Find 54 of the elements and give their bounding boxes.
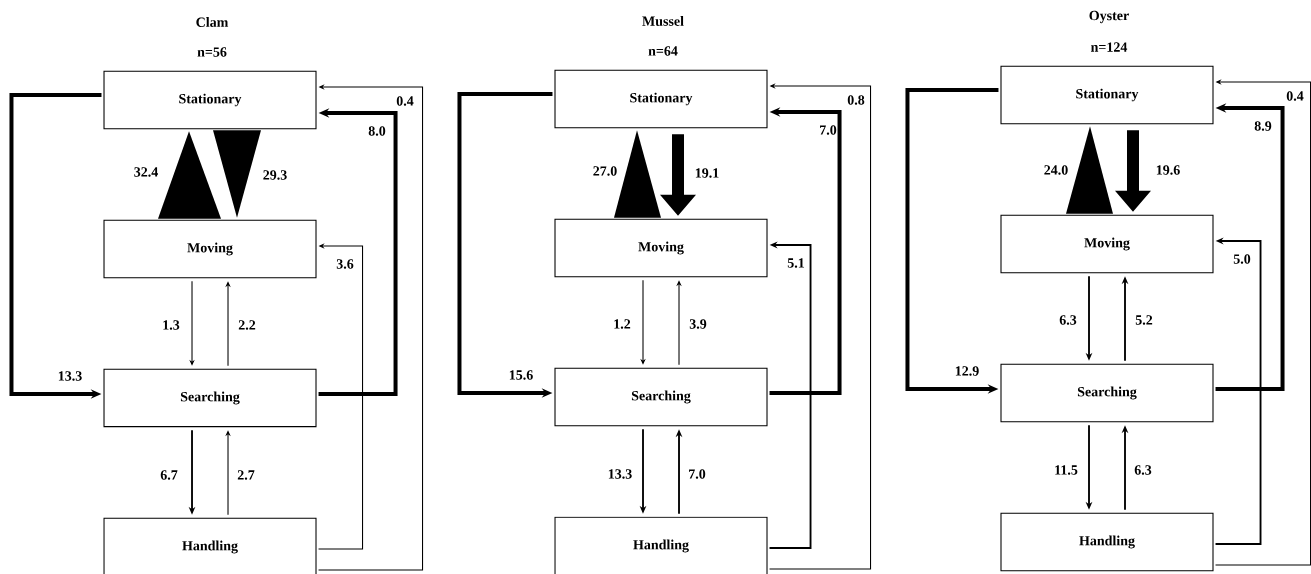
wedge-arrow: [1066, 126, 1113, 214]
wedge-arrow: [213, 130, 261, 218]
state-box: Handling: [554, 516, 768, 574]
block-arrow: [1115, 130, 1151, 212]
state-box: Moving: [554, 218, 768, 278]
edge-label: 3.6: [336, 259, 354, 269]
state-box: Moving: [103, 219, 317, 279]
edge-label: 0.4: [1286, 91, 1304, 101]
edge-label: 11.5: [1055, 465, 1078, 475]
edge-label: 6.3: [1059, 315, 1077, 325]
edge-label: 15.6: [509, 370, 533, 380]
sample-size: n=56: [197, 47, 227, 57]
edge-label: 7.0: [689, 469, 706, 479]
edge-label: 12.9: [955, 366, 979, 376]
edge-label: 5.1: [787, 258, 805, 268]
edge-label: 24.0: [1044, 165, 1068, 175]
edge-label: 0.8: [847, 95, 865, 105]
sample-size: n=124: [1091, 42, 1128, 52]
edge-label: 2.2: [238, 320, 256, 330]
state-box: Moving: [1000, 214, 1214, 274]
state-box: Handling: [1000, 512, 1214, 572]
edge-label: 3.9: [689, 319, 707, 329]
edge-label: 5.0: [1233, 254, 1251, 264]
edge-label: 6.3: [1134, 465, 1152, 475]
edge-label: 27.0: [593, 166, 617, 176]
edge-label: 19.6: [1156, 165, 1180, 175]
edge-label: 6.7: [160, 470, 178, 480]
edge-label: 8.0: [368, 126, 386, 136]
edge-label: 2.7: [237, 470, 255, 480]
edge-label: 7.0: [820, 125, 837, 135]
edge-label: 0.4: [396, 96, 414, 106]
edge-label: 13.3: [608, 469, 632, 479]
state-box: Searching: [103, 368, 317, 428]
wedge-arrow: [614, 130, 661, 218]
edge-label: 32.4: [134, 167, 158, 177]
edge-label: 5.2: [1135, 315, 1153, 325]
panel-title: Oyster: [1089, 10, 1129, 24]
panel-title: Mussel: [642, 16, 684, 26]
edge-label: 8.9: [1254, 121, 1272, 131]
panel-title: Clam: [196, 17, 229, 27]
edge-label: 1.2: [614, 319, 631, 329]
edge-label: 1.3: [163, 320, 180, 330]
state-box: Stationary: [1000, 65, 1214, 125]
state-box: Stationary: [103, 70, 317, 130]
edge-label: 19.1: [695, 168, 719, 178]
state-box: Handling: [103, 517, 317, 574]
edge-label: 29.3: [263, 170, 287, 180]
sample-size: n=64: [648, 46, 678, 56]
state-box: Stationary: [554, 69, 768, 129]
state-box: Searching: [1000, 363, 1214, 423]
state-box: Searching: [554, 367, 768, 427]
block-arrow: [660, 134, 696, 216]
wedge-arrow: [158, 131, 221, 219]
edge-label: 13.3: [58, 371, 82, 381]
